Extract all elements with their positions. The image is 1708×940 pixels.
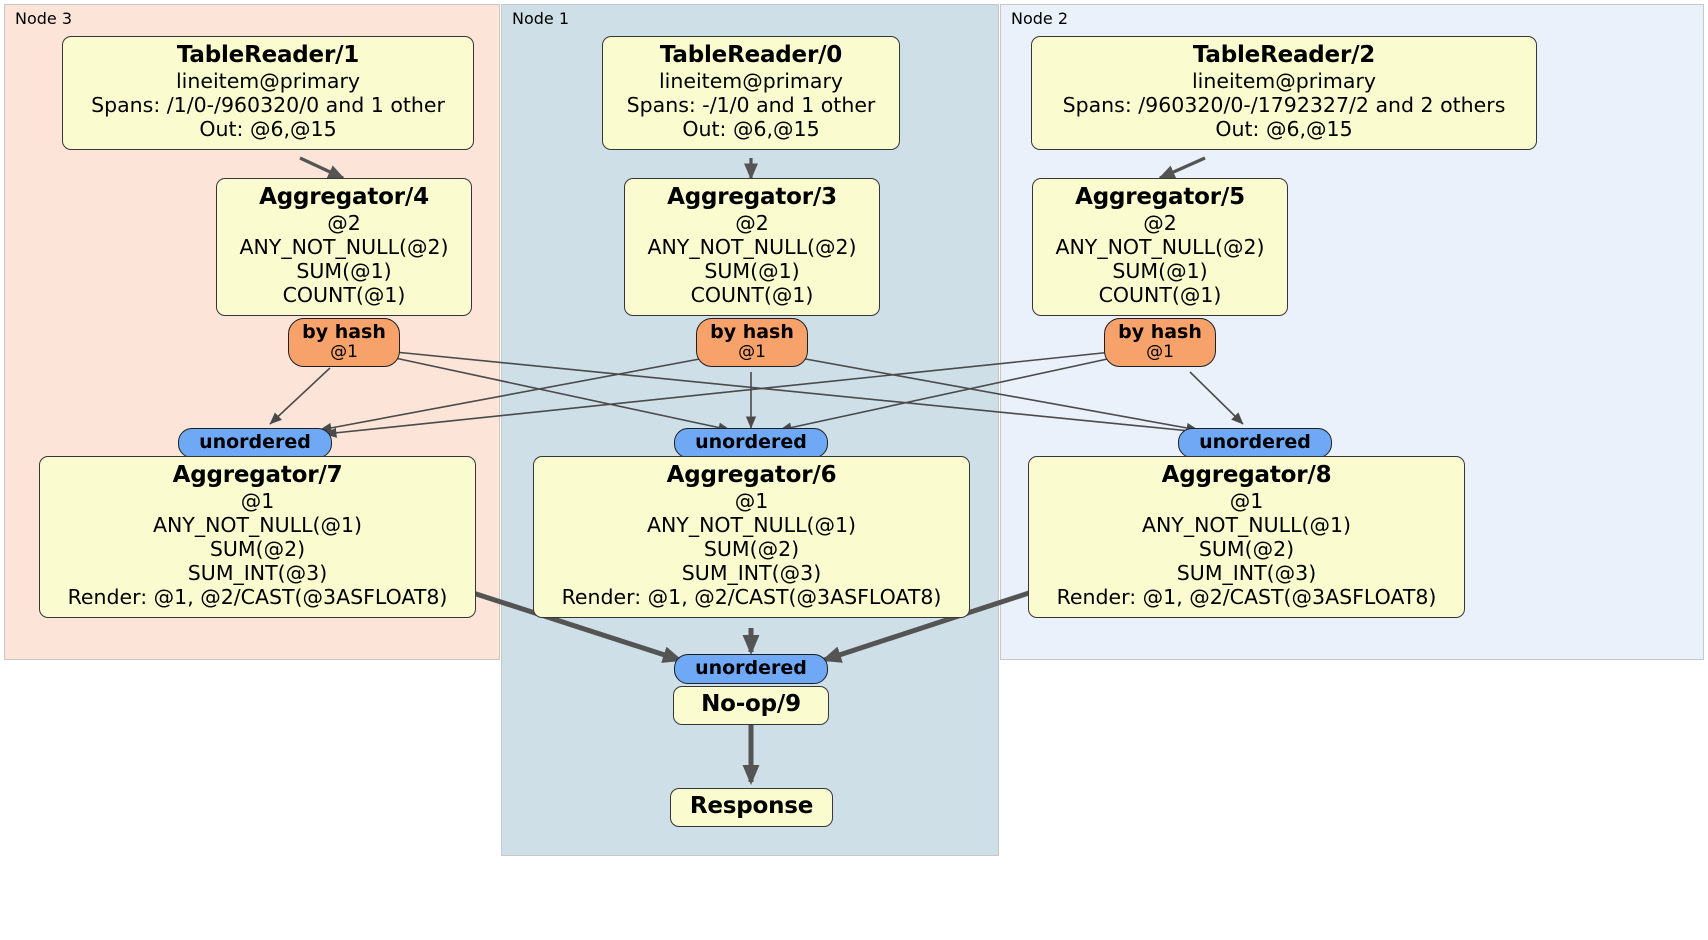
aggregator-7-agg-0: ANY_NOT_NULL(@1) <box>152 512 363 537</box>
sync-unordered-left[interactable]: unordered <box>178 428 332 458</box>
aggregator-8-agg-1: SUM(@2) <box>1198 536 1295 561</box>
router-by-hash-center-label: by hash <box>710 321 794 343</box>
tablereader-0-out: Out: @6,@15 <box>682 116 820 141</box>
router-by-hash-left-column: @1 <box>330 341 358 362</box>
tablereader-1-table: lineitem@primary <box>175 68 361 93</box>
noop-9-title: No-op/9 <box>701 691 801 717</box>
tablereader-1-spans: Spans: /1/0-/960320/0 and 1 other <box>91 92 445 117</box>
aggregator-6-groupcol: @1 <box>734 488 769 513</box>
node-aggregator-5[interactable]: Aggregator/5 @2 ANY_NOT_NULL(@2) SUM(@1)… <box>1032 178 1288 316</box>
tablereader-0-title: TableReader/0 <box>659 42 843 68</box>
aggregator-6-render: Render: @1, @2/CAST(@3ASFLOAT8) <box>561 584 942 609</box>
tablereader-2-spans: Spans: /960320/0-/1792327/2 and 2 others <box>1062 92 1506 117</box>
node-noop-9[interactable]: No-op/9 <box>673 686 829 725</box>
sync-unordered-final[interactable]: unordered <box>674 654 828 684</box>
node-aggregator-3[interactable]: Aggregator/3 @2 ANY_NOT_NULL(@2) SUM(@1)… <box>624 178 880 316</box>
sync-unordered-center[interactable]: unordered <box>674 428 828 458</box>
aggregator-4-agg-0: ANY_NOT_NULL(@2) <box>239 234 449 259</box>
aggregator-3-title: Aggregator/3 <box>667 184 837 210</box>
router-by-hash-left-label: by hash <box>302 321 386 343</box>
aggregator-5-groupcol: @2 <box>1143 210 1177 235</box>
router-by-hash-right-column: @1 <box>1146 341 1174 362</box>
tablereader-1-title: TableReader/1 <box>176 42 360 68</box>
aggregator-3-groupcol: @2 <box>735 210 769 235</box>
node-aggregator-8[interactable]: Aggregator/8 @1 ANY_NOT_NULL(@1) SUM(@2)… <box>1028 456 1465 618</box>
aggregator-4-agg-1: SUM(@1) <box>296 258 392 283</box>
router-by-hash-center[interactable]: by hash @1 <box>696 318 808 367</box>
router-by-hash-center-column: @1 <box>738 341 766 362</box>
tablereader-2-table: lineitem@primary <box>1191 68 1377 93</box>
aggregator-4-groupcol: @2 <box>327 210 361 235</box>
aggregator-5-title: Aggregator/5 <box>1075 184 1245 210</box>
aggregator-5-agg-1: SUM(@1) <box>1112 258 1208 283</box>
node-tablereader-0[interactable]: TableReader/0 lineitem@primary Spans: -/… <box>602 36 900 150</box>
sync-unordered-center-label: unordered <box>695 431 807 453</box>
router-by-hash-right-label: by hash <box>1118 321 1202 343</box>
aggregator-4-title: Aggregator/4 <box>259 184 429 210</box>
router-by-hash-right[interactable]: by hash @1 <box>1104 318 1216 367</box>
node-aggregator-4[interactable]: Aggregator/4 @2 ANY_NOT_NULL(@2) SUM(@1)… <box>216 178 472 316</box>
aggregator-8-render: Render: @1, @2/CAST(@3ASFLOAT8) <box>1056 584 1437 609</box>
aggregator-8-agg-0: ANY_NOT_NULL(@1) <box>1141 512 1352 537</box>
aggregator-8-groupcol: @1 <box>1229 488 1264 513</box>
cluster-node3-label: Node 3 <box>15 9 73 28</box>
node-aggregator-7[interactable]: Aggregator/7 @1 ANY_NOT_NULL(@1) SUM(@2)… <box>39 456 476 618</box>
tablereader-1-out: Out: @6,@15 <box>199 116 337 141</box>
aggregator-7-groupcol: @1 <box>240 488 275 513</box>
node-response[interactable]: Response <box>670 788 833 827</box>
aggregator-5-agg-0: ANY_NOT_NULL(@2) <box>1055 234 1265 259</box>
node-aggregator-6[interactable]: Aggregator/6 @1 ANY_NOT_NULL(@1) SUM(@2)… <box>533 456 970 618</box>
tablereader-2-out: Out: @6,@15 <box>1215 116 1353 141</box>
aggregator-7-title: Aggregator/7 <box>172 462 343 488</box>
node-tablereader-1[interactable]: TableReader/1 lineitem@primary Spans: /1… <box>62 36 474 150</box>
aggregator-6-agg-2: SUM_INT(@3) <box>681 560 822 585</box>
aggregator-3-agg-0: ANY_NOT_NULL(@2) <box>647 234 857 259</box>
sync-unordered-right[interactable]: unordered <box>1178 428 1332 458</box>
sync-unordered-final-label: unordered <box>695 657 807 679</box>
sync-unordered-right-label: unordered <box>1199 431 1311 453</box>
response-title: Response <box>689 793 814 819</box>
tablereader-2-title: TableReader/2 <box>1192 42 1376 68</box>
router-by-hash-left[interactable]: by hash @1 <box>288 318 400 367</box>
aggregator-3-agg-2: COUNT(@1) <box>690 282 814 307</box>
aggregator-8-agg-2: SUM_INT(@3) <box>1176 560 1317 585</box>
aggregator-7-agg-1: SUM(@2) <box>209 536 306 561</box>
cluster-node2-label: Node 2 <box>1011 9 1069 28</box>
aggregator-4-agg-2: COUNT(@1) <box>282 282 406 307</box>
aggregator-5-agg-2: COUNT(@1) <box>1098 282 1222 307</box>
aggregator-7-agg-2: SUM_INT(@3) <box>187 560 328 585</box>
cluster-node1-label: Node 1 <box>512 9 570 28</box>
aggregator-7-render: Render: @1, @2/CAST(@3ASFLOAT8) <box>67 584 448 609</box>
tablereader-0-spans: Spans: -/1/0 and 1 other <box>626 92 876 117</box>
aggregator-3-agg-1: SUM(@1) <box>704 258 800 283</box>
tablereader-0-table: lineitem@primary <box>658 68 844 93</box>
sync-unordered-left-label: unordered <box>199 431 311 453</box>
aggregator-6-agg-0: ANY_NOT_NULL(@1) <box>646 512 857 537</box>
node-tablereader-2[interactable]: TableReader/2 lineitem@primary Spans: /9… <box>1031 36 1537 150</box>
aggregator-6-title: Aggregator/6 <box>666 462 837 488</box>
aggregator-6-agg-1: SUM(@2) <box>703 536 800 561</box>
aggregator-8-title: Aggregator/8 <box>1161 462 1332 488</box>
